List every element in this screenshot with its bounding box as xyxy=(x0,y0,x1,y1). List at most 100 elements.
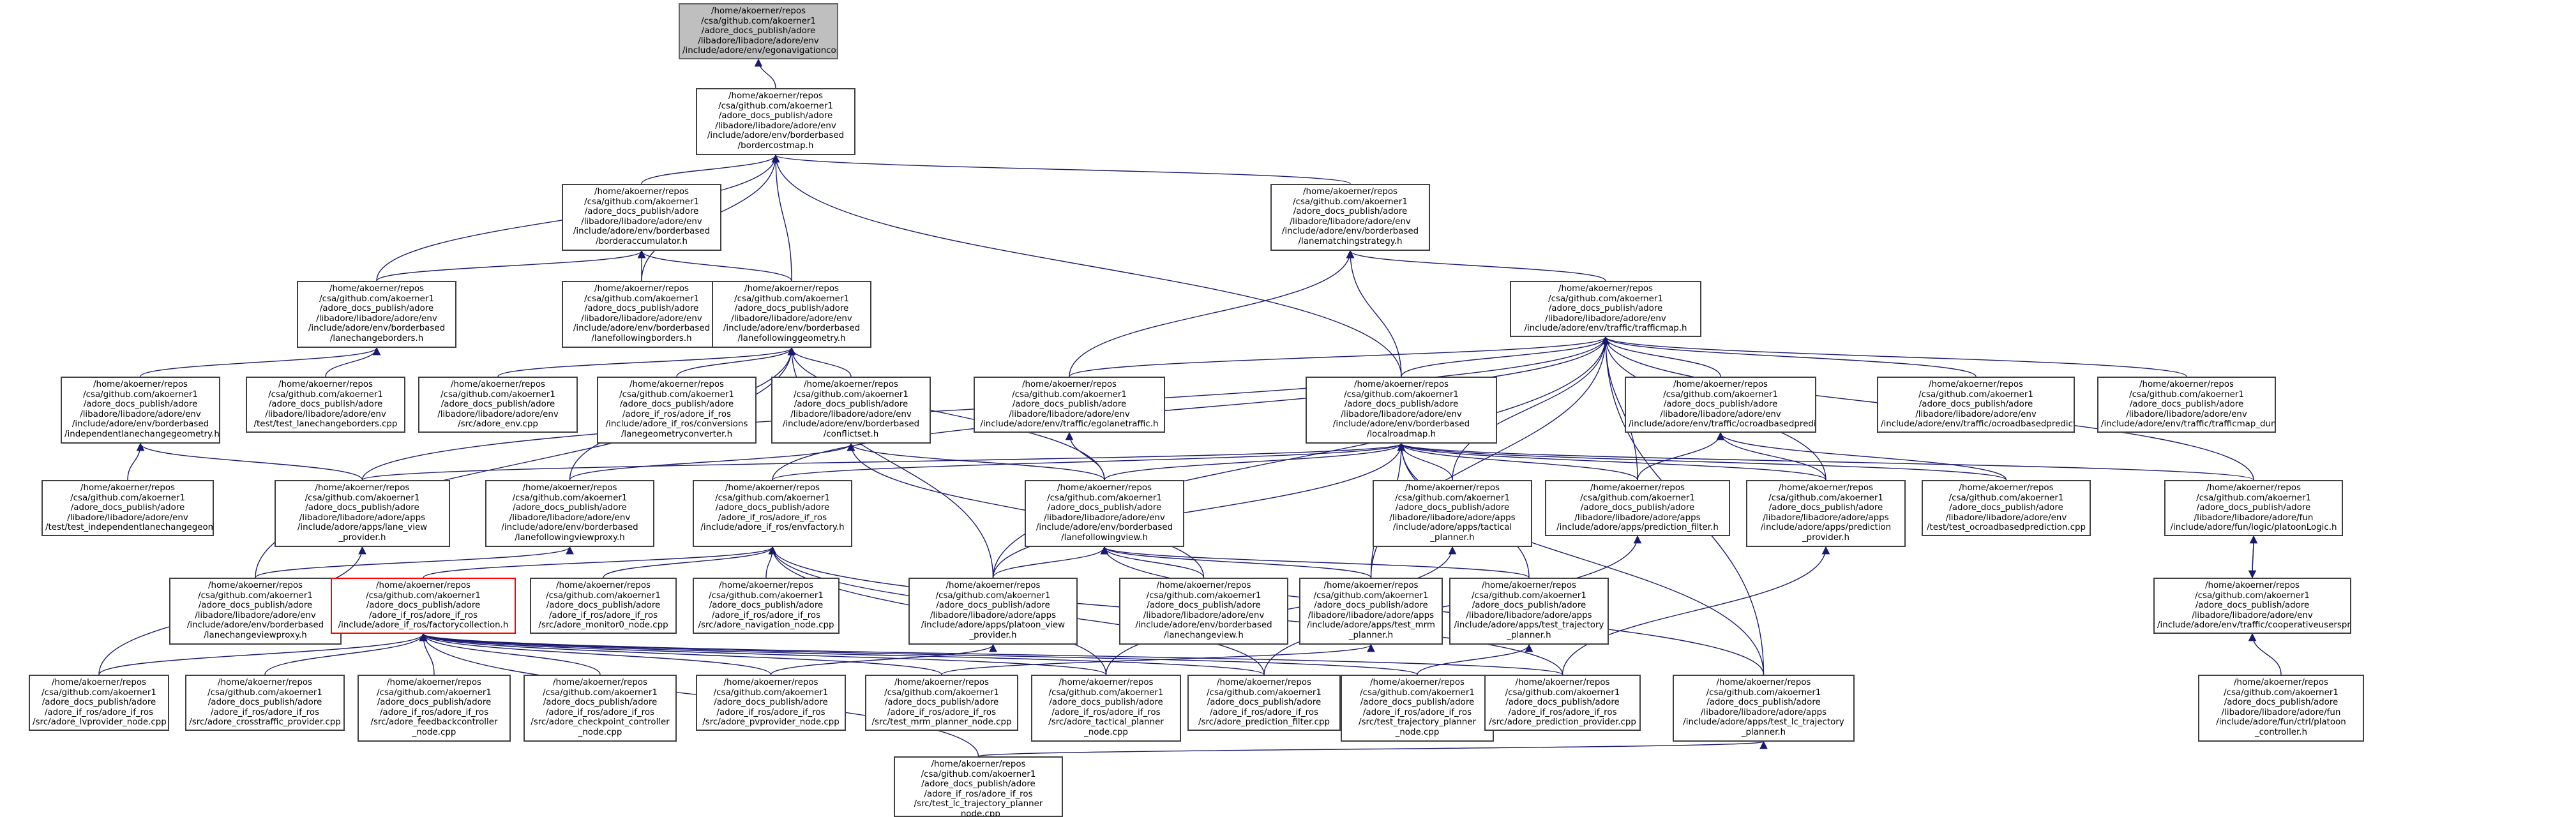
file-node[interactable]: /home/akoerner/repos /csa/github.com/ako… xyxy=(41,480,214,536)
file-node[interactable]: /home/akoerner/repos /csa/github.com/ako… xyxy=(1877,377,2075,433)
dependency-edge xyxy=(1069,336,1609,377)
file-node-label: /home/akoerner/repos /csa/github.com/ako… xyxy=(1048,678,1164,737)
dependency-edge xyxy=(1100,546,1205,578)
file-node[interactable]: /home/akoerner/repos /csa/github.com/ako… xyxy=(562,184,721,251)
file-node[interactable]: /home/akoerner/repos /csa/github.com/ako… xyxy=(1299,578,1443,645)
file-node-label: /home/akoerner/repos /csa/github.com/ako… xyxy=(33,678,167,727)
file-node-label: /home/akoerner/repos /csa/github.com/ako… xyxy=(1881,380,2074,429)
dependency-edge xyxy=(497,347,796,377)
dependency-edge xyxy=(1637,431,1725,481)
dependency-edge xyxy=(787,347,852,377)
file-node[interactable]: /home/akoerner/repos /csa/github.com/ako… xyxy=(358,675,511,742)
file-node[interactable]: /home/akoerner/repos /csa/github.com/ako… xyxy=(418,377,578,433)
dependency-edge xyxy=(136,442,363,481)
file-node[interactable]: /home/akoerner/repos /csa/github.com/ako… xyxy=(297,281,456,348)
file-node[interactable]: /home/akoerner/repos /csa/github.com/ako… xyxy=(2164,480,2343,536)
file-node[interactable]: /home/akoerner/repos /csa/github.com/ako… xyxy=(974,377,1165,433)
file-node[interactable]: /home/akoerner/repos /csa/github.com/ako… xyxy=(185,675,345,731)
dependency-edge xyxy=(419,633,942,675)
dependency-edge xyxy=(1101,546,1530,578)
file-node[interactable]: /home/akoerner/repos /csa/github.com/ako… xyxy=(1031,675,1181,742)
dependency-edge xyxy=(419,633,1107,675)
file-node[interactable]: /home/akoerner/repos /csa/github.com/ako… xyxy=(246,377,405,433)
file-node[interactable]: /home/akoerner/repos /csa/github.com/ako… xyxy=(331,578,516,634)
file-node[interactable]: /home/akoerner/repos /csa/github.com/ako… xyxy=(1545,480,1730,536)
dependency-edge xyxy=(2248,633,2282,675)
file-node[interactable]: /home/akoerner/repos /csa/github.com/ako… xyxy=(2198,675,2364,742)
file-node-label: /home/akoerner/repos /csa/github.com/ako… xyxy=(189,678,341,727)
dependency-edge xyxy=(1401,336,1610,377)
file-node-label: /home/akoerner/repos /csa/github.com/ako… xyxy=(253,380,398,429)
file-node-label: /home/akoerner/repos /csa/github.com/ako… xyxy=(1556,483,1719,532)
file-node-label: /home/akoerner/repos /csa/github.com/ako… xyxy=(308,284,446,343)
file-node[interactable]: /home/akoerner/repos /csa/github.com/ako… xyxy=(61,377,220,444)
file-node[interactable]: /home/akoerner/repos /csa/github.com/ako… xyxy=(1270,184,1430,251)
file-node-label: /home/akoerner/repos /csa/github.com/ako… xyxy=(64,380,220,439)
file-node[interactable]: /home/akoerner/repos /csa/github.com/ako… xyxy=(771,377,931,444)
file-node-label: /home/akoerner/repos /csa/github.com/ako… xyxy=(921,581,1066,640)
file-node[interactable]: /home/akoerner/repos /csa/github.com/ako… xyxy=(1510,281,1701,337)
file-node[interactable]: /home/akoerner/repos /csa/github.com/ako… xyxy=(712,281,871,348)
dependency-edge xyxy=(770,643,997,675)
file-node-label: /home/akoerner/repos /csa/github.com/ako… xyxy=(605,380,748,439)
dependency-edge xyxy=(641,154,780,184)
file-node-label: /home/akoerner/repos /csa/github.com/ako… xyxy=(1359,678,1476,737)
file-node[interactable]: /home/akoerner/repos /csa/github.com/ako… xyxy=(696,675,846,731)
file-node-label: /home/akoerner/repos /csa/github.com/ako… xyxy=(707,91,845,151)
file-node[interactable]: /home/akoerner/repos /csa/github.com/ako… xyxy=(1025,480,1184,547)
file-node[interactable]: /home/akoerner/repos /csa/github.com/ako… xyxy=(1484,675,1641,731)
file-node[interactable]: /home/akoerner/repos /csa/github.com/ako… xyxy=(562,281,721,348)
file-node-label: /home/akoerner/repos /csa/github.com/ako… xyxy=(186,581,324,640)
file-node-label: /home/akoerner/repos /csa/github.com/ako… xyxy=(698,581,834,630)
file-node-label: /home/akoerner/repos /csa/github.com/ako… xyxy=(1036,483,1173,543)
file-node[interactable]: /home/akoerner/repos /csa/github.com/ako… xyxy=(1306,377,1497,444)
file-node[interactable]: /home/akoerner/repos /csa/github.com/ako… xyxy=(1673,675,1855,742)
file-node[interactable]: /home/akoerner/repos /csa/github.com/ako… xyxy=(1449,578,1609,645)
file-node[interactable]: /home/akoerner/repos /csa/github.com/ako… xyxy=(597,377,757,444)
dependency-edge xyxy=(772,336,1610,481)
file-node[interactable]: /home/akoerner/repos /csa/github.com/ako… xyxy=(696,88,855,155)
file-node[interactable]: /home/akoerner/repos /csa/github.com/ako… xyxy=(1625,377,1816,433)
file-node-label: /home/akoerner/repos /csa/github.com/ako… xyxy=(980,380,1159,429)
file-node[interactable]: /home/akoerner/repos /csa/github.com/ako… xyxy=(2153,578,2351,634)
file-node-label: /home/akoerner/repos /csa/github.com/ako… xyxy=(2216,678,2346,737)
file-node[interactable]: /home/akoerner/repos /csa/github.com/ako… xyxy=(679,3,838,59)
dependency-edge xyxy=(772,442,1405,481)
dependency-edge xyxy=(127,442,145,481)
file-node-label: /home/akoerner/repos /csa/github.com/ako… xyxy=(1926,483,2086,532)
dependency-edge xyxy=(1601,336,1977,377)
file-node[interactable]: /home/akoerner/repos /csa/github.com/ako… xyxy=(894,756,1063,817)
file-node-label: /home/akoerner/repos /csa/github.com/ako… xyxy=(45,483,213,532)
dependency-edge xyxy=(603,546,777,578)
file-node[interactable]: /home/akoerner/repos /csa/github.com/ako… xyxy=(29,675,169,731)
file-node[interactable]: /home/akoerner/repos /csa/github.com/ako… xyxy=(523,675,677,742)
file-node-label: /home/akoerner/repos /csa/github.com/ako… xyxy=(1524,284,1687,333)
dependency-edge xyxy=(977,740,1767,757)
file-node[interactable]: /home/akoerner/repos /csa/github.com/ako… xyxy=(1746,480,1906,547)
file-node[interactable]: /home/akoerner/repos /csa/github.com/ako… xyxy=(530,578,677,634)
file-node[interactable]: /home/akoerner/repos /csa/github.com/ako… xyxy=(693,578,840,634)
dependency-edge xyxy=(847,442,1105,481)
file-node-label: /home/akoerner/repos /csa/github.com/ako… xyxy=(702,678,840,727)
file-node[interactable]: /home/akoerner/repos /csa/github.com/ako… xyxy=(1119,578,1288,645)
file-node-label: /home/akoerner/repos /csa/github.com/ako… xyxy=(1332,380,1470,439)
file-node[interactable]: /home/akoerner/repos /csa/github.com/ako… xyxy=(693,480,852,547)
file-node[interactable]: /home/akoerner/repos /csa/github.com/ako… xyxy=(2097,377,2276,433)
file-node[interactable]: /home/akoerner/repos /csa/github.com/ako… xyxy=(865,675,1018,731)
file-node[interactable]: /home/akoerner/repos /csa/github.com/ako… xyxy=(169,578,342,645)
file-node[interactable]: /home/akoerner/repos /csa/github.com/ako… xyxy=(1341,675,1494,742)
file-node-label: /home/akoerner/repos /csa/github.com/ako… xyxy=(573,187,711,246)
file-node-label: /home/akoerner/repos /csa/github.com/ako… xyxy=(914,760,1043,817)
dependency-edge xyxy=(992,546,1109,578)
file-node[interactable]: /home/akoerner/repos /csa/github.com/ako… xyxy=(908,578,1078,645)
file-node[interactable]: /home/akoerner/repos /csa/github.com/ako… xyxy=(1187,675,1341,731)
file-node-label: /home/akoerner/repos /csa/github.com/ako… xyxy=(723,284,861,343)
dependency-edge xyxy=(2248,536,2257,579)
file-node[interactable]: /home/akoerner/repos /csa/github.com/ako… xyxy=(1373,480,1532,547)
file-node[interactable]: /home/akoerner/repos /csa/github.com/ako… xyxy=(485,480,654,547)
file-node[interactable]: /home/akoerner/repos /csa/github.com/ako… xyxy=(1922,480,2091,536)
file-node-label: /home/akoerner/repos /csa/github.com/ako… xyxy=(573,284,711,343)
file-node[interactable]: /home/akoerner/repos /csa/github.com/ako… xyxy=(275,480,450,547)
dependency-edge xyxy=(98,633,428,675)
dependency-edge xyxy=(1069,250,1355,377)
